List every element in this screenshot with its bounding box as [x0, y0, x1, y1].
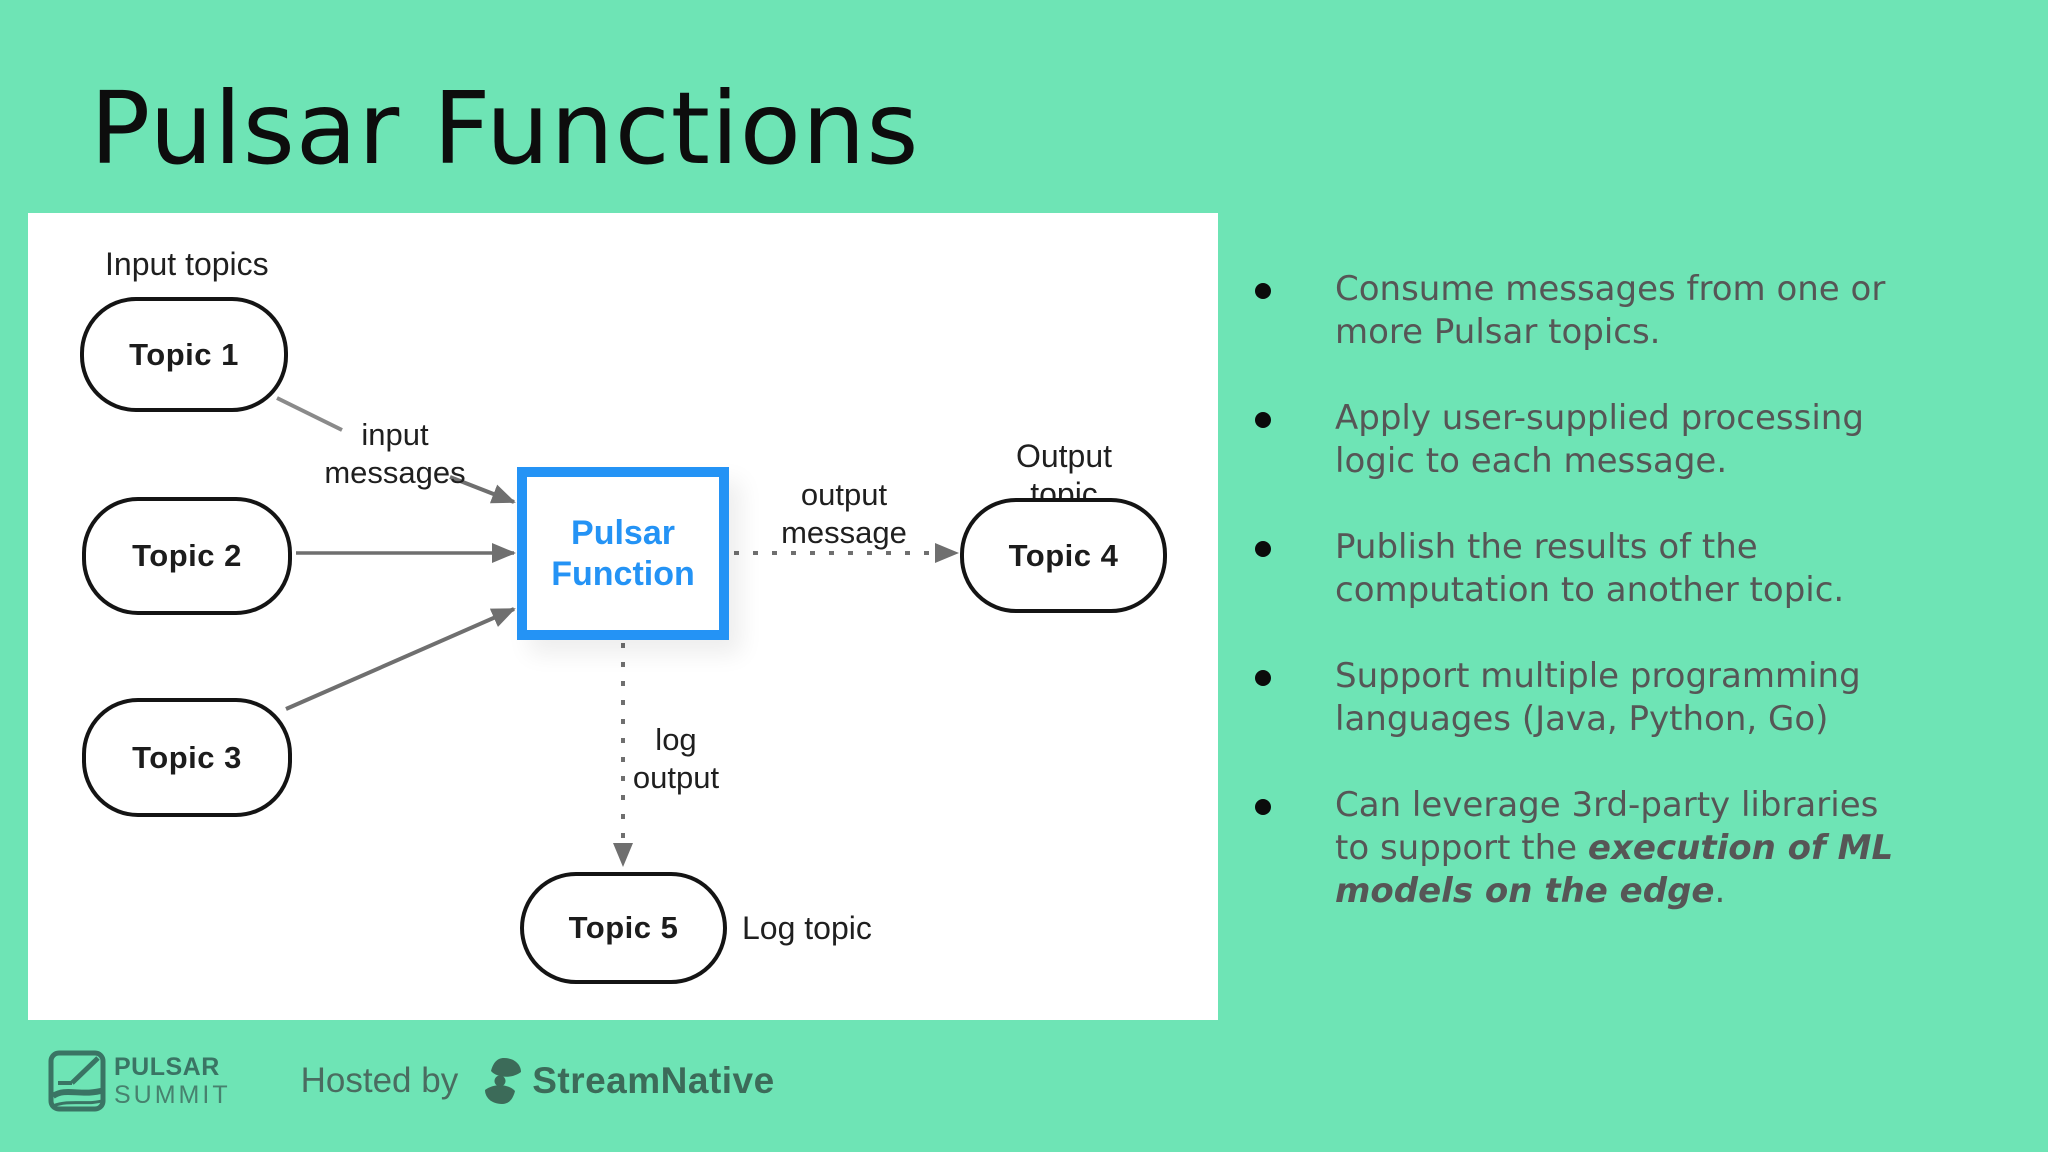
bullet-dot: [1255, 541, 1271, 557]
streamnative-icon: [485, 1058, 522, 1104]
node-pulsar-function: Pulsar Function: [517, 467, 729, 640]
hosted-by-text: Hosted by: [300, 1061, 459, 1100]
bullet-dot: [1255, 799, 1271, 815]
bullet-item: Consume messages from one or more Pulsar…: [1255, 268, 2015, 354]
edge-label-output-message: output message: [781, 477, 907, 550]
streamnative-logo: StreamNative: [484, 1057, 775, 1105]
bullet-text: Can leverage 3rd-party libraries to supp…: [1335, 785, 1894, 911]
node-topic-3: Topic 3: [82, 698, 292, 817]
bullet-dot: [1255, 412, 1271, 428]
node-topic-4: Topic 4: [960, 498, 1167, 613]
edge-label-input-messages: input messages: [324, 417, 466, 490]
bullet-dot: [1255, 283, 1271, 299]
footer: PULSAR SUMMIT Hosted by StreamNative: [48, 1042, 775, 1120]
bullet-text: Publish the results of the computation t…: [1335, 527, 1845, 610]
bullet-item: Apply user-supplied processing logic to …: [1255, 397, 2015, 483]
bullet-text: Apply user-supplied processing logic to …: [1335, 398, 1864, 481]
node-topic-1: Topic 1: [80, 297, 288, 412]
edge-label-log-output: log output: [632, 722, 720, 795]
edge-topic3-to-function: [285, 607, 516, 711]
diagram-panel: Input topics Topic 1 Topic 2 Topic 3 Pul…: [28, 213, 1218, 1020]
pulsar-summit-logo: PULSAR SUMMIT: [48, 1050, 231, 1112]
bullet-item: Support multiple programming languages (…: [1255, 655, 2015, 741]
bullet-item: Can leverage 3rd-party libraries to supp…: [1255, 784, 2015, 913]
pulsar-summit-icon: [48, 1050, 106, 1112]
slide-title: Pulsar Functions: [90, 70, 920, 187]
pulsar-summit-wordmark: PULSAR SUMMIT: [114, 1053, 231, 1109]
streamnative-wordmark: StreamNative: [532, 1060, 775, 1101]
bullet-list: Consume messages from one or more Pulsar…: [1255, 268, 2015, 956]
bullet-text: Support multiple programming languages (…: [1335, 656, 1861, 739]
pulsar-summit-line1: PULSAR: [114, 1053, 220, 1081]
node-topic-2: Topic 2: [82, 497, 292, 615]
label-input-topics: Input topics: [105, 246, 269, 282]
bullet-text: Consume messages from one or more Pulsar…: [1335, 269, 1886, 352]
label-log-topic: Log topic: [742, 910, 872, 946]
node-topic-5: Topic 5: [520, 872, 727, 984]
bullet-item: Publish the results of the computation t…: [1255, 526, 2015, 612]
pulsar-summit-line2: SUMMIT: [114, 1081, 231, 1109]
bullet-dot: [1255, 670, 1271, 686]
